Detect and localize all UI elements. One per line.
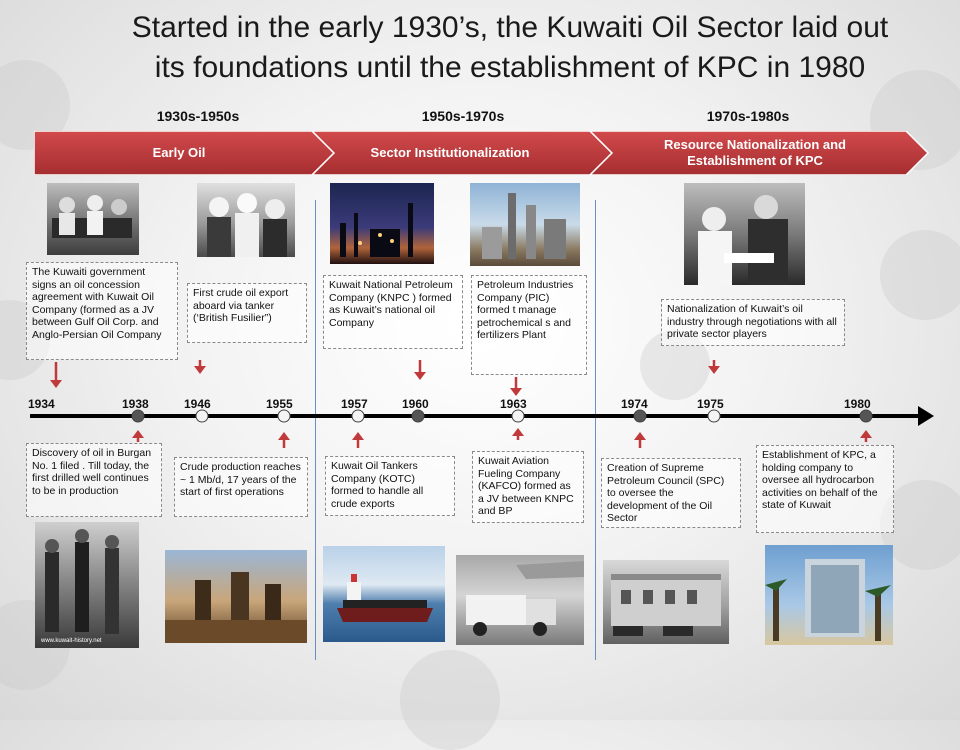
event-connector-arrowhead-3	[510, 388, 522, 396]
year-label-1960: 1960	[402, 397, 429, 411]
year-label-1955: 1955	[266, 397, 293, 411]
timeline-dot-1974	[633, 409, 647, 423]
event-connector-arrowhead-6	[278, 432, 290, 440]
event-box-1955: Crude production reaches ~ 1 Mb/d, 17 ye…	[174, 457, 308, 517]
event-connector-arrowhead-2	[414, 372, 426, 380]
event-connector-arrowhead-4	[708, 366, 720, 374]
year-label-1974: 1974	[621, 397, 648, 411]
slide-title: Started in the early 1930’s, the Kuwaiti…	[60, 8, 960, 88]
timeline-dot-1955	[277, 409, 291, 423]
event-connector-arrowhead-1	[194, 366, 206, 374]
event-connector-arrowhead-0	[50, 380, 62, 388]
photo-refinery-night	[330, 183, 434, 264]
photo-first-export	[197, 183, 295, 257]
photo-oil-tanker	[323, 546, 445, 642]
era-label-3: Resource Nationalization and Establishme…	[600, 131, 910, 175]
photo-crude-production	[165, 550, 307, 643]
year-label-1975: 1975	[697, 397, 724, 411]
title-line-2: its foundations until the establishment …	[154, 51, 866, 84]
year-label-1957: 1957	[341, 397, 368, 411]
era-divider-1	[315, 200, 316, 660]
era-chevron-band	[34, 131, 930, 175]
era-period-2: 1950s-1970s	[421, 108, 505, 124]
photo-petrochemical-plant	[470, 183, 580, 266]
year-label-1934: 1934	[28, 397, 55, 411]
timeline	[30, 360, 934, 448]
photo-burgan-well: www.kuwait-history.net	[35, 522, 139, 648]
timeline-dot-1946	[195, 409, 209, 423]
title-line-1: Started in the early 1930’s, the Kuwaiti…	[131, 11, 889, 44]
event-box-1960: Kuwait National Petroleum Company (KNPC …	[323, 275, 463, 349]
event-box-1963: Petroleum Industries Company (PIC) forme…	[471, 275, 587, 375]
timeline-arrowhead	[918, 406, 934, 426]
year-label-1963: 1963	[500, 397, 527, 411]
timeline-dot-1980	[859, 409, 873, 423]
chevron-institutionalization	[310, 131, 614, 175]
event-box-1974: Creation of Supreme Petroleum Council (S…	[601, 458, 741, 528]
event-box-1946: First crude oil export aboard via tanker…	[187, 283, 307, 343]
event-box-1980: Establishment of KPC, a holding company …	[756, 445, 894, 533]
event-connector-arrowhead-10	[860, 430, 872, 438]
timeline-dot-1963	[511, 409, 525, 423]
era-period-1: 1930s-1950s	[156, 108, 240, 124]
era-label-1: Early Oil	[152, 145, 206, 160]
photo-kpc-headquarters	[765, 545, 893, 645]
event-connector-arrowhead-5	[132, 430, 144, 438]
photo-aviation-fueling	[456, 555, 584, 645]
event-box-1975: Nationalization of Kuwait’s oil industry…	[661, 299, 845, 346]
year-label-1980: 1980	[844, 397, 871, 411]
chevron-nationalization	[588, 131, 930, 175]
era-divider-2	[595, 200, 596, 660]
event-connector-arrowhead-8	[512, 428, 524, 436]
event-box-1934: The Kuwaiti government signs an oil conc…	[26, 262, 178, 360]
year-label-1946: 1946	[184, 397, 211, 411]
event-box-1957: Kuwait Oil Tankers Company (KOTC) formed…	[325, 456, 455, 516]
timeline-dot-1957	[351, 409, 365, 423]
photo-spc-building	[603, 560, 729, 644]
event-connector-arrowhead-7	[352, 432, 364, 440]
event-box-1963-kafco: Kuwait Aviation Fueling Company (KAFCO) …	[472, 451, 584, 523]
era-label-3-line-1: Resource Nationalization and	[663, 137, 847, 152]
era-label-2: Sector Institutionalization	[370, 145, 530, 160]
event-connector-arrowhead-9	[634, 432, 646, 440]
photo-caption: www.kuwait-history.net	[40, 638, 102, 644]
timeline-dot-1975	[707, 409, 721, 423]
year-label-1938: 1938	[122, 397, 149, 411]
timeline-dot-1938	[131, 409, 145, 423]
photo-concession-signing	[47, 183, 139, 255]
timeline-dot-1960	[411, 409, 425, 423]
photo-nationalization-meeting	[684, 183, 805, 285]
era-period-3: 1970s-1980s	[706, 108, 790, 124]
event-box-1938: Discovery of oil in Burgan No. 1 filed .…	[26, 443, 162, 517]
era-label-3-line-2: Establishment of KPC	[687, 153, 823, 168]
